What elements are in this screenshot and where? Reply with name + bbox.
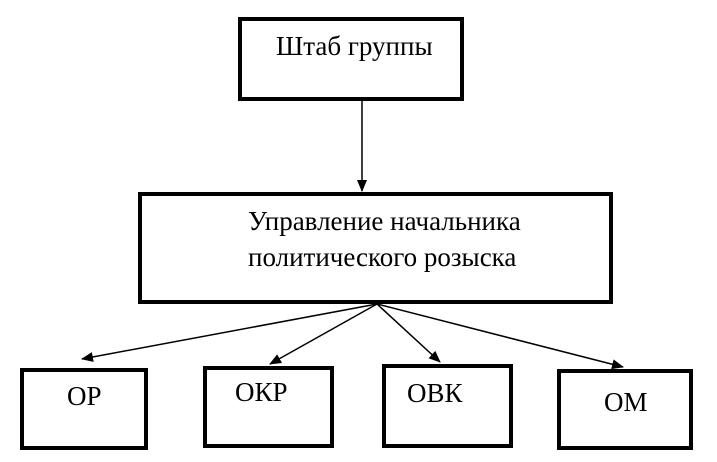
unit-box-okr bbox=[203, 366, 334, 448]
unit-label-or: ОР bbox=[67, 381, 102, 411]
arrow-management-to-ovk bbox=[376, 303, 441, 363]
unit-label-okr: ОКР bbox=[235, 377, 288, 407]
unit-label-ovk: ОВК bbox=[407, 378, 463, 408]
management-label: Управление начальника политического розы… bbox=[248, 203, 521, 275]
hq-label: Штаб группы bbox=[276, 31, 433, 61]
hq-box bbox=[238, 17, 464, 101]
arrow-management-to-okr bbox=[269, 303, 378, 365]
management-label-line2: политического розыска bbox=[248, 242, 517, 272]
unit-box-om bbox=[557, 369, 693, 450]
unit-label-om: ОМ bbox=[604, 387, 648, 417]
arrow-management-to-om bbox=[376, 303, 624, 370]
management-label-line1: Управление начальника bbox=[248, 206, 521, 236]
management-box bbox=[138, 192, 613, 304]
unit-box-ovk bbox=[382, 364, 513, 448]
unit-box-or bbox=[20, 368, 148, 450]
arrow-management-to-or bbox=[81, 303, 378, 362]
